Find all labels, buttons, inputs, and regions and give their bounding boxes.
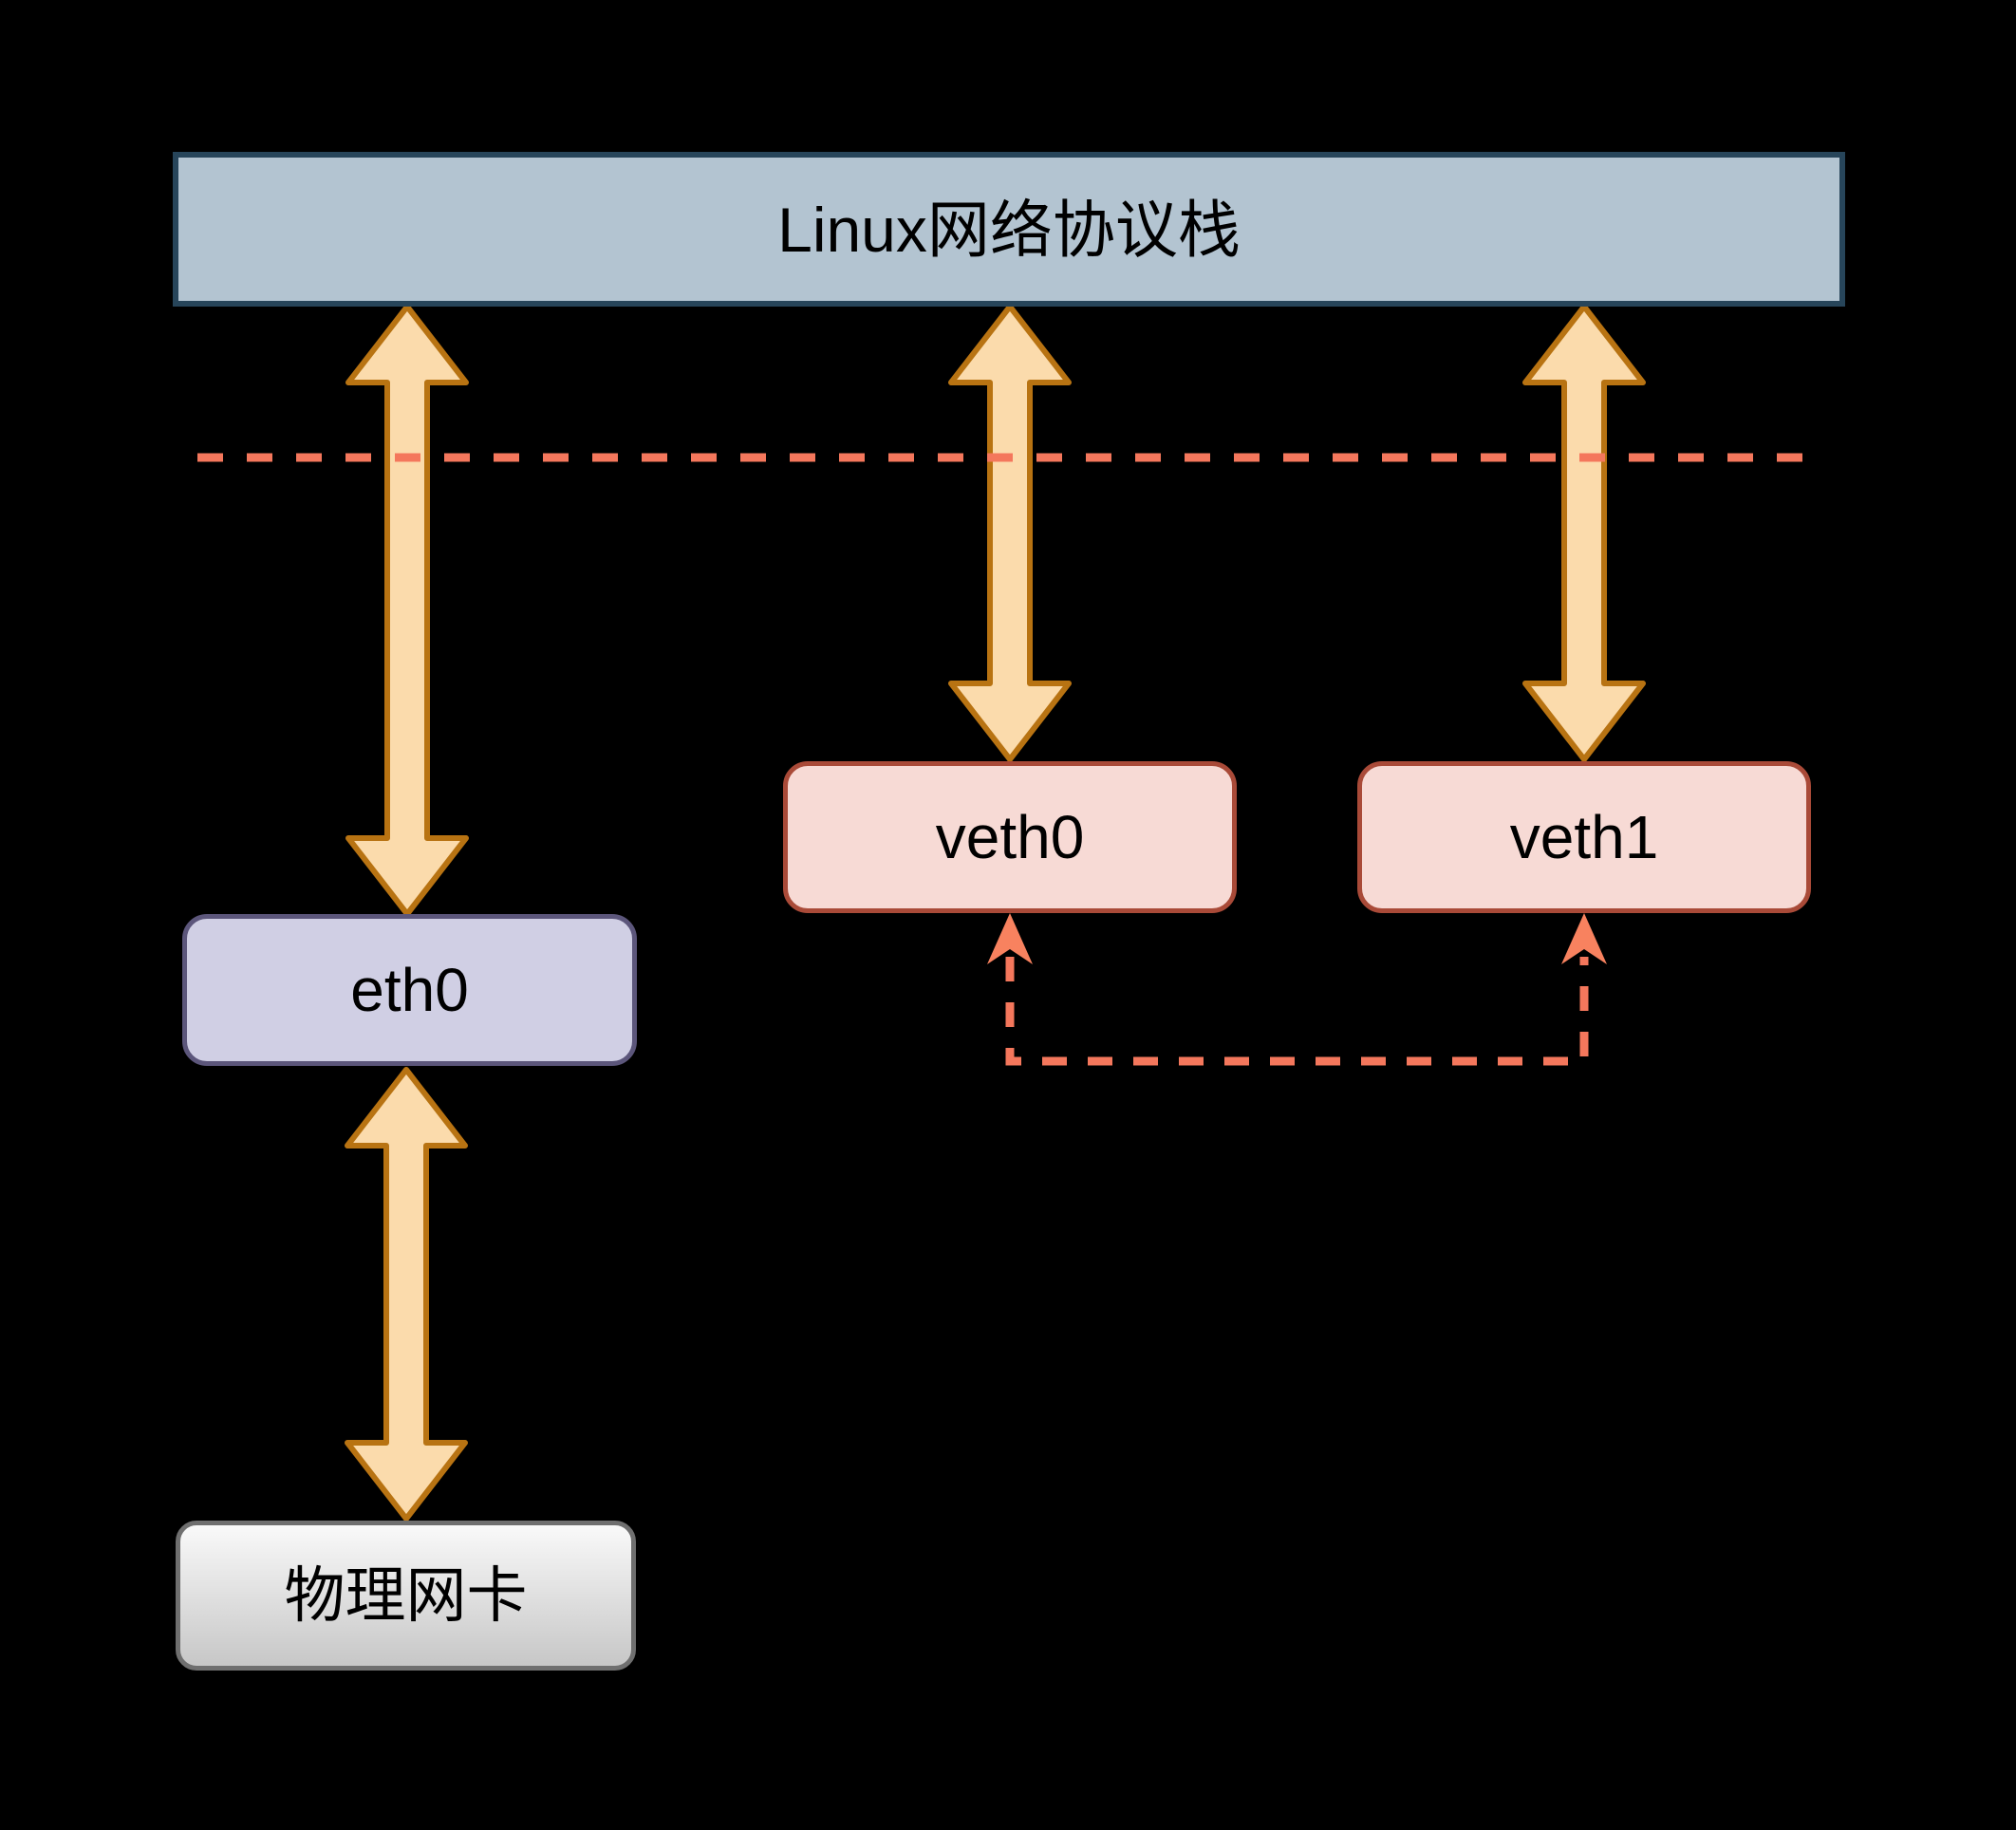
- veth-pair-dashed-connector: [1005, 957, 1589, 1066]
- double-arrow-eth0-nic: [345, 1067, 468, 1522]
- node-label-veth1: veth1: [1509, 803, 1659, 871]
- double-arrow-stack-eth0: [345, 304, 469, 917]
- node-label-eth0: eth0: [350, 956, 469, 1024]
- node-veth0: veth0: [783, 761, 1237, 913]
- node-label-veth0: veth0: [935, 803, 1085, 871]
- node-label-linux-network-stack: Linux网络协议栈: [777, 194, 1241, 265]
- node-linux-network-stack: Linux网络协议栈: [173, 152, 1845, 307]
- node-eth0: eth0: [182, 914, 637, 1066]
- node-veth1: veth1: [1357, 761, 1811, 913]
- veth0-dashed-arrowhead: [987, 913, 1033, 964]
- double-arrow-stack-veth1: [1522, 304, 1646, 762]
- node-physical-nic: 物理网卡: [176, 1521, 636, 1671]
- double-arrow-stack-veth0: [948, 304, 1072, 762]
- veth1-dashed-arrowhead: [1561, 913, 1607, 964]
- node-label-physical-nic: 物理网卡: [284, 1561, 528, 1630]
